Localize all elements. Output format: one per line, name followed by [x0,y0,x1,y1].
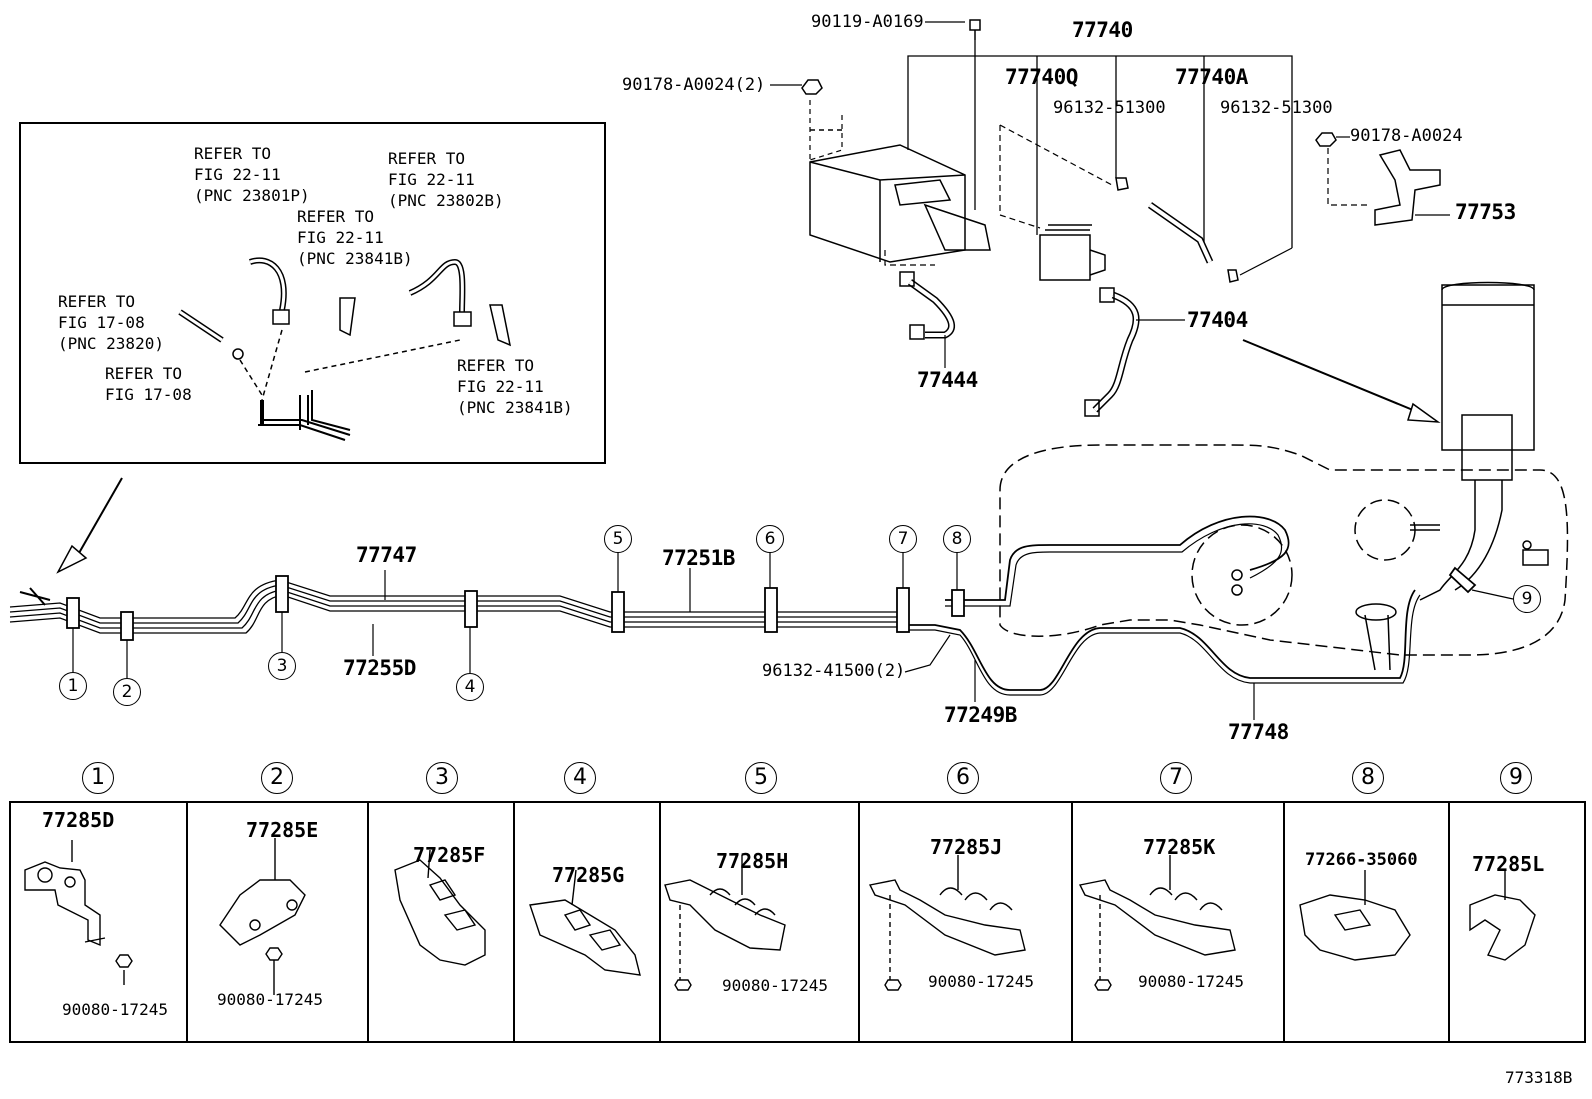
panel-bolt-5: 90080-17245 [722,976,828,995]
inset-ref-fig22-23841b-a: REFER TO FIG 22-11 (PNC 23841B) [297,207,413,268]
inset-ref-fig17-23820: REFER TO FIG 17-08 (PNC 23820) [58,292,164,353]
label-canister-q: 77740Q [1005,65,1078,89]
tube-77748 [900,589,1416,691]
canister-body [809,144,991,263]
panel-number-3: 3 [426,762,458,794]
panel-number-1: 1 [82,762,114,794]
callout-9: 9 [1513,585,1541,613]
panel-part-9: 77285L [1472,852,1545,876]
panel-part-1: 77285D [42,808,115,832]
panel-number-9: 9 [1500,762,1532,794]
label-clamp-2: 96132-51300 [1220,98,1333,118]
callout-3: 3 [268,652,296,680]
callout-8: 8 [943,525,971,553]
panel-parts [24,838,1536,995]
panel-bolt-7: 90080-17245 [1138,972,1244,991]
label-hose-77444: 77444 [917,368,978,392]
callout-2: 2 [113,678,141,706]
panel-part-2: 77285E [246,818,319,842]
inset-ref-fig22-23801p: REFER TO FIG 22-11 (PNC 23801P) [194,144,310,205]
callout-7: 7 [889,525,917,553]
label-tube-77251b: 77251B [662,546,735,570]
callout-6: 6 [756,525,784,553]
label-canister-a: 77740A [1175,65,1248,89]
inset-tubes [258,390,351,441]
bundle-clips [66,566,1477,641]
label-bolt-top: 90119-A0169 [811,12,924,32]
panel-part-3: 77285F [413,843,486,867]
inset-hose-1 [249,257,287,311]
vsv-valve [1039,224,1106,281]
label-tube-77747: 77747 [356,543,417,567]
filler-canister [1441,284,1535,451]
inset-box [19,122,606,464]
panel-number-2: 2 [261,762,293,794]
panel-number-8: 8 [1352,762,1384,794]
arrow-inset [74,477,123,561]
tube-bundle [9,579,900,634]
panel-number-4: 4 [564,762,596,794]
label-clamp-1: 96132-51300 [1053,98,1166,118]
label-tube-77748: 77748 [1228,720,1289,744]
bracket-77753 [1374,149,1441,226]
panel-bolt-1: 90080-17245 [62,1000,168,1019]
inset-ref-fig22-23841b-b: REFER TO FIG 22-11 (PNC 23841B) [457,356,573,417]
tube-to-tank [945,515,1290,601]
panel-part-5: 77285H [716,849,789,873]
panel-bolt-2: 90080-17245 [217,990,323,1009]
panel-number-7: 7 [1160,762,1192,794]
panel-number-5: 5 [745,762,777,794]
hose-77404 [1092,291,1140,413]
figure-id: 773318B [1505,1068,1573,1087]
arrow-tank [1242,339,1426,416]
canister-bracket-lines [907,55,1293,248]
callout-4: 4 [456,673,484,701]
label-clamp-96132: 96132-41500(2) [762,661,906,681]
panel-part-6: 77285J [930,835,1003,859]
panel-part-4: 77285G [552,863,625,887]
label-canister: 77740 [1072,18,1133,42]
label-nut-left: 90178-A0024(2) [622,75,766,95]
panel-bolt-6: 90080-17245 [928,972,1034,991]
inset-ref-fig22-23802b: REFER TO FIG 22-11 (PNC 23802B) [388,149,504,210]
label-nut-right: 90178-A0024 [1350,126,1463,146]
callout-5: 5 [604,525,632,553]
panel-number-6: 6 [947,762,979,794]
fuel-tank-outline [999,444,1569,656]
inset-hose-2 [408,258,466,313]
callout-1: 1 [59,672,87,700]
panel-part-8: 77266-35060 [1305,850,1418,870]
label-bracket: 77753 [1455,200,1516,224]
panel-part-7: 77285K [1143,835,1216,859]
label-hose-77404: 77404 [1187,308,1248,332]
label-tube-77255d: 77255D [343,656,416,680]
inset-ref-fig17: REFER TO FIG 17-08 [105,364,192,404]
panel-grid [9,801,1586,1043]
label-hose-77249b: 77249B [944,703,1017,727]
